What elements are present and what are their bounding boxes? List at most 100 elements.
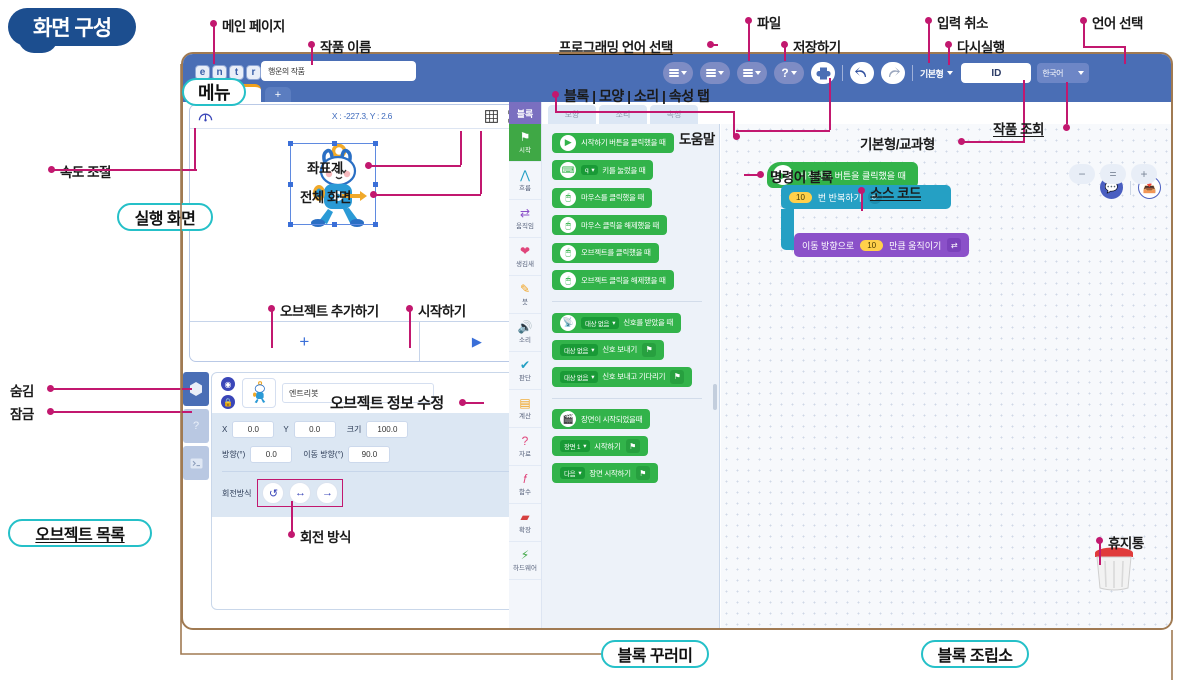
category-sound[interactable]: 🔊 소리	[509, 314, 541, 352]
zoom-out-button[interactable]: −	[1069, 164, 1095, 184]
category-label: 확장	[519, 527, 531, 534]
size-input[interactable]: 100.0	[366, 421, 409, 438]
category-brush[interactable]: ✎ 붓	[509, 276, 541, 314]
block-palette[interactable]: ▶ 시작하기 버튼을 클릭했을 때 ⌨ q▾ 키를 눌렀을 때 🖱 마우스를 클…	[542, 124, 720, 628]
signal-dropdown[interactable]: 대상 없음▾	[560, 370, 599, 383]
redo-button[interactable]	[881, 62, 905, 84]
x-label: X	[222, 425, 228, 434]
script-start-block[interactable]: ▶ 시작하기 버튼을 클릭했을 때	[767, 162, 918, 188]
annotation-hide: 숨김	[10, 384, 34, 399]
signal-dropdown[interactable]: 대상 없음▾	[560, 343, 599, 356]
move-prefix-label: 이동 방향으로	[802, 240, 855, 251]
block-category-rail: 블록 ⚑ 시작 ⋀ 흐름 ⇄ 움직임 ❤ 생김새 ✎ 붓 🔊 소리 ✔ 판단	[509, 102, 542, 628]
script-repeat-block[interactable]: 10 번 반복하기 ⟳ 이동 방향으로 10 만큼 움직이기 ⇄	[781, 185, 970, 257]
rail-console-icon[interactable]	[183, 446, 209, 480]
undo-arrow-icon	[855, 67, 866, 77]
annotation-line	[50, 388, 192, 390]
annotation-line	[368, 165, 461, 167]
undo-button[interactable]	[850, 62, 874, 84]
direction-input[interactable]: 0.0	[250, 446, 293, 463]
rotation-free-icon[interactable]: ↺	[262, 482, 285, 504]
palette-block[interactable]: 🖱 마우스 클릭을 해제했을 때	[552, 215, 667, 235]
key-dropdown[interactable]: q▾	[581, 165, 599, 175]
block-label: 신호 보내기	[602, 345, 637, 354]
palette-block[interactable]: ⌨ q▾ 키를 눌렀을 때	[552, 160, 654, 180]
script-move-block[interactable]: 이동 방향으로 10 만큼 움직이기 ⇄	[794, 233, 970, 257]
block-label: 시작하기 버튼을 클릭했을 때	[581, 138, 666, 147]
save-button[interactable]	[737, 62, 767, 84]
help-button[interactable]: ?	[774, 62, 804, 84]
stage-canvas[interactable]	[190, 129, 534, 321]
category-label: 판단	[519, 375, 531, 382]
category-calc[interactable]: ▤ 계산	[509, 390, 541, 428]
speed-gauge-icon[interactable]	[198, 109, 213, 124]
palette-block[interactable]: 대상 없음▾ 신호 보내고 기다리기 ⚑	[552, 366, 693, 387]
category-extend[interactable]: ▰ 확장	[509, 504, 541, 542]
rotation-horizontal-icon[interactable]: ↔	[289, 482, 312, 504]
script-stack[interactable]: ▶ 시작하기 버튼을 클릭했을 때 10 번 반복하기 ⟳ 이동 방향으로 10…	[767, 162, 970, 257]
zoom-in-button[interactable]: +	[1131, 164, 1157, 184]
annotation-dot	[858, 187, 865, 194]
tab-property[interactable]: 속성	[650, 105, 698, 124]
mode-chevron-down-icon[interactable]	[947, 71, 954, 75]
block-label: 마우스 클릭을 해제했을 때	[581, 220, 659, 230]
annotation-speed: 속도 조절	[60, 165, 111, 180]
annotation-language: 언어 선택	[1092, 16, 1143, 31]
add-object-button[interactable]: +	[190, 322, 420, 361]
hide-eye-icon[interactable]: ◉	[221, 377, 235, 391]
category-label: 생김새	[516, 261, 534, 268]
print-button[interactable]	[811, 62, 835, 84]
palette-block[interactable]: 대상 없음▾ 신호 보내기 ⚑	[552, 339, 664, 360]
category-function[interactable]: 𝑓 함수	[509, 466, 541, 504]
programming-language-button[interactable]	[663, 62, 693, 84]
category-flow[interactable]: ⋀ 흐름	[509, 162, 541, 200]
category-look[interactable]: ❤ 생김새	[509, 238, 541, 276]
category-data[interactable]: ? 자료	[509, 428, 541, 466]
palette-block[interactable]: 📡 대상 없음▾ 신호를 받았을 때	[552, 312, 681, 333]
language-select[interactable]: 한국어	[1037, 63, 1090, 83]
category-judge[interactable]: ✔ 판단	[509, 352, 541, 390]
palette-block[interactable]: 🖱 오브젝트 클릭을 해제했을 때	[552, 270, 674, 290]
rail-help-icon[interactable]: ?	[183, 409, 209, 443]
coordinate-grid-icon[interactable]	[485, 110, 498, 123]
y-input[interactable]: 0.0	[293, 421, 336, 438]
judge-icon: ✔	[519, 358, 531, 372]
zoom-reset-button[interactable]: =	[1100, 164, 1126, 184]
entrybot-thumb-icon	[253, 381, 266, 404]
rotation-none-icon[interactable]: →	[316, 482, 339, 504]
annotation-trash: 휴지통	[1108, 536, 1144, 551]
palette-block[interactable]: 🎬 장면이 시작되었을때	[552, 409, 651, 429]
palette-block[interactable]: 다음▾ 장면 시작하기 ⚑	[552, 463, 658, 483]
block-label: 오브젝트 클릭을 해제했을 때	[581, 275, 666, 285]
palette-block[interactable]: ▶ 시작하기 버튼을 클릭했을 때	[552, 132, 674, 153]
mode-select-label[interactable]: 기본형	[920, 68, 944, 79]
id-button[interactable]: ID	[961, 63, 1032, 83]
scene-dropdown[interactable]: 장면 1▾	[560, 440, 591, 452]
signal-dropdown[interactable]: 대상 없음▾	[581, 316, 620, 329]
category-start[interactable]: ⚑ 시작	[509, 124, 541, 162]
calc-icon: ▤	[519, 396, 531, 410]
category-hardware[interactable]: ⚡ 하드웨어	[509, 542, 541, 580]
x-input[interactable]: 0.0	[232, 421, 275, 438]
palette-block[interactable]: 장면 1▾ 시작하기 ⚑	[552, 436, 648, 456]
file-button[interactable]	[700, 62, 730, 84]
tab-sound[interactable]: 소리	[599, 105, 647, 124]
block-workspace[interactable]: 💬 📥 − = + ▶ 시작하기 버튼을 클릭했을 때 10 번 반복하기 ⟳	[721, 124, 1171, 628]
palette-scrollbar[interactable]	[713, 384, 717, 410]
palette-block[interactable]: 🖱 마우스를 클릭했을 때	[552, 187, 652, 208]
project-name-input[interactable]: 행운의 작품	[261, 61, 416, 81]
palette-block[interactable]: 🖱 오브젝트를 클릭했을 때	[552, 242, 659, 263]
scene-dropdown[interactable]: 다음▾	[560, 467, 586, 479]
repeat-count-input[interactable]: 10	[789, 191, 812, 203]
block-label: 시작하기 버튼을 클릭했을 때	[799, 170, 906, 181]
move-direction-input[interactable]: 90.0	[348, 446, 391, 463]
block-label: 키를 눌렀을 때	[602, 165, 646, 175]
trash-can-icon[interactable]	[1091, 542, 1137, 594]
category-label: 시작	[519, 147, 531, 154]
object-thumbnail[interactable]	[242, 378, 276, 408]
repeat-header[interactable]: 10 번 반복하기 ⟳	[781, 185, 951, 209]
lock-icon[interactable]: 🔒	[221, 395, 235, 409]
move-value-input[interactable]: 10	[860, 239, 884, 251]
scene-add-button[interactable]: +	[265, 87, 291, 102]
category-move[interactable]: ⇄ 움직임	[509, 200, 541, 238]
